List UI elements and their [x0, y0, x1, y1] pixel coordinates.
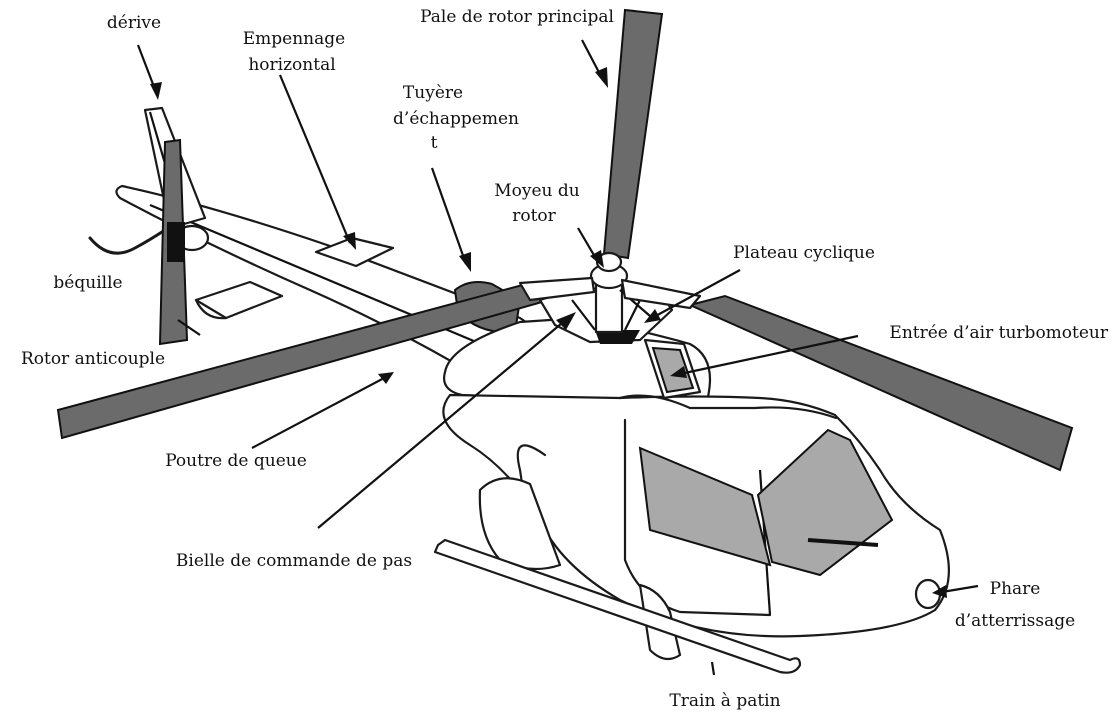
label-empennage-line1: Empennage — [243, 29, 345, 49]
rear-right-rotor-blade — [686, 294, 1074, 472]
tail-skid — [88, 226, 170, 255]
label-derive: dérive — [107, 13, 161, 33]
label-tuyere-line1: Tuyère — [403, 83, 463, 103]
label-phare-line1: Phare — [990, 579, 1041, 599]
label-empennage-line2: horizontal — [248, 55, 335, 75]
leader-train — [710, 661, 716, 676]
leader-pale — [581, 39, 608, 88]
label-rotor-anticouple: Rotor anticouple — [21, 349, 165, 369]
blade-root-right — [620, 278, 702, 310]
label-bielle: Bielle de commande de pas — [176, 551, 412, 571]
cabin-roof-line — [618, 394, 838, 420]
horizontal-stabilizer-lower — [194, 280, 284, 320]
blade-root-left — [518, 276, 596, 302]
leader-plateau — [644, 269, 741, 323]
label-phare-line2: d’atterrissage — [955, 611, 1075, 631]
windshield-wiper — [807, 538, 879, 547]
label-poutre: Poutre de queue — [165, 451, 307, 471]
leader-tuyere — [430, 167, 471, 272]
horizontal-stabilizer-upper — [314, 236, 395, 268]
label-tuyere-line3: t — [431, 133, 438, 153]
air-intake-grille — [651, 346, 695, 394]
leader-empennage — [278, 74, 356, 250]
windshield — [756, 428, 894, 577]
label-plateau: Plateau cyclique — [733, 243, 875, 263]
rotor-mast — [594, 280, 624, 334]
pitch-link-1 — [571, 299, 596, 331]
label-moyeu-line1: Moyeu du — [494, 181, 580, 201]
stabilizer-endplate — [194, 298, 228, 320]
engine-cowling — [443, 316, 712, 410]
tail-rotor-hub-band — [167, 222, 185, 262]
landing-skid — [433, 538, 802, 674]
leader-phare — [932, 584, 979, 598]
leader-moyeu — [577, 227, 604, 268]
leader-rotor-anticouple — [177, 319, 201, 336]
label-train: Train à patin — [669, 691, 780, 711]
tail-boom-centerline — [149, 203, 501, 354]
label-pale: Pale de rotor principal — [420, 7, 614, 27]
side-window — [638, 446, 772, 567]
label-moyeu-line2: rotor — [512, 206, 556, 226]
leader-poutre — [251, 372, 394, 449]
leader-derive — [136, 44, 162, 100]
label-entree: Entrée d’air turbomoteur — [889, 323, 1108, 343]
main-rotor-blade-top — [602, 8, 664, 260]
leader-entree — [670, 334, 859, 378]
label-tuyere-line2: d’échappemen — [393, 109, 519, 129]
label-bequille: béquille — [53, 273, 122, 293]
swashplate-shadow — [595, 330, 640, 344]
leader-bielle — [317, 312, 576, 529]
